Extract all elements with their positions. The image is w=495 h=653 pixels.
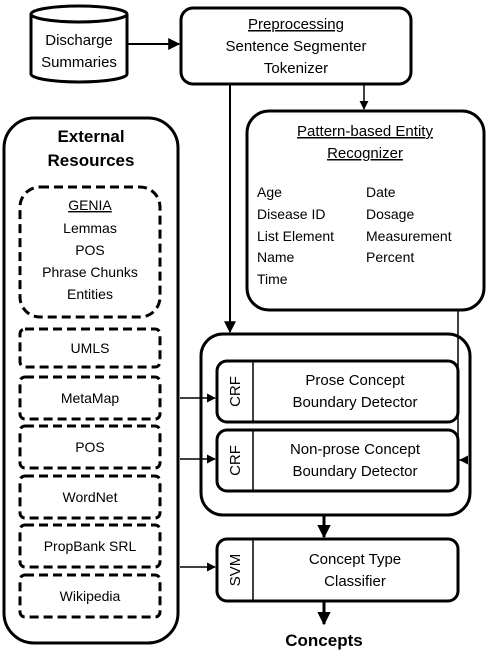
preprocessing-title: Preprocessing	[248, 16, 344, 33]
crf1-line-2: Boundary Detector	[292, 394, 417, 411]
external-resources-panel: External Resources GENIA Lemmas POS Phra…	[2, 116, 180, 645]
pattern-left-item: Name	[257, 249, 295, 265]
pattern-right-item: Percent	[366, 249, 414, 265]
pattern-right-item: Dosage	[366, 206, 414, 222]
metamap-resource: MetaMap	[18, 375, 162, 421]
wordnet-resource: WordNet	[18, 474, 162, 520]
concepts-output-label: Concepts	[285, 631, 362, 650]
crf-container: CRF Prose Concept Boundary Detector CRF …	[199, 332, 472, 517]
external-title-2: Resources	[48, 151, 135, 170]
resource-label: WordNet	[63, 489, 118, 505]
pattern-right-item: Date	[366, 184, 396, 200]
crf-tag: CRF	[227, 376, 244, 407]
preprocessing-line-2: Tokenizer	[264, 60, 328, 77]
preprocessing-node: Preprocessing Sentence Segmenter Tokeniz…	[179, 6, 413, 86]
genia-item: POS	[75, 242, 105, 258]
pattern-left-item: List Element	[257, 228, 334, 244]
wikipedia-resource: Wikipedia	[18, 573, 162, 619]
preprocessing-line-1: Sentence Segmenter	[226, 38, 367, 55]
pattern-title-1: Pattern-based Entity	[297, 123, 433, 140]
resource-label: MetaMap	[61, 390, 120, 406]
genia-title: GENIA	[68, 197, 112, 213]
crf-tag: CRF	[227, 445, 244, 476]
genia-item: Entities	[67, 286, 113, 302]
pattern-entity-recognizer-node: Pattern-based Entity Recognizer Age Dise…	[245, 109, 486, 312]
genia-resource: GENIA Lemmas POS Phrase Chunks Entities	[18, 185, 162, 319]
svm-line-2: Classifier	[324, 573, 386, 590]
discharge-label-2: Summaries	[41, 54, 117, 71]
crf1-line-1: Prose Concept	[305, 372, 405, 389]
pattern-left-item: Time	[257, 271, 288, 287]
external-title-1: External	[57, 127, 124, 146]
non-prose-boundary-detector: CRF Non-prose Concept Boundary Detector	[215, 428, 460, 493]
prose-boundary-detector: CRF Prose Concept Boundary Detector	[215, 359, 460, 424]
svm-tag: SVM	[227, 554, 244, 587]
crf2-line-1: Non-prose Concept	[290, 441, 421, 458]
resource-label: PropBank SRL	[44, 538, 137, 554]
pos-resource: POS	[18, 424, 162, 470]
propbank-srl-resource: PropBank SRL	[18, 523, 162, 569]
concept-type-classifier: SVM Concept Type Classifier	[215, 537, 460, 603]
pattern-left-item: Age	[257, 184, 282, 200]
genia-item: Lemmas	[63, 220, 117, 236]
resource-label: UMLS	[71, 340, 110, 356]
umls-resource: UMLS	[18, 327, 162, 369]
pattern-left-item: Disease ID	[257, 206, 325, 222]
resource-label: POS	[75, 439, 105, 455]
discharge-label-1: Discharge	[45, 32, 113, 49]
pattern-title-2: Recognizer	[327, 145, 403, 162]
genia-item: Phrase Chunks	[42, 264, 138, 280]
discharge-summaries-node: Discharge Summaries	[29, 4, 129, 84]
crf2-line-2: Boundary Detector	[292, 463, 417, 480]
svm-line-1: Concept Type	[309, 551, 401, 568]
resource-label: Wikipedia	[60, 588, 121, 604]
pattern-right-item: Measurement	[366, 228, 452, 244]
connectors	[127, 38, 469, 626]
